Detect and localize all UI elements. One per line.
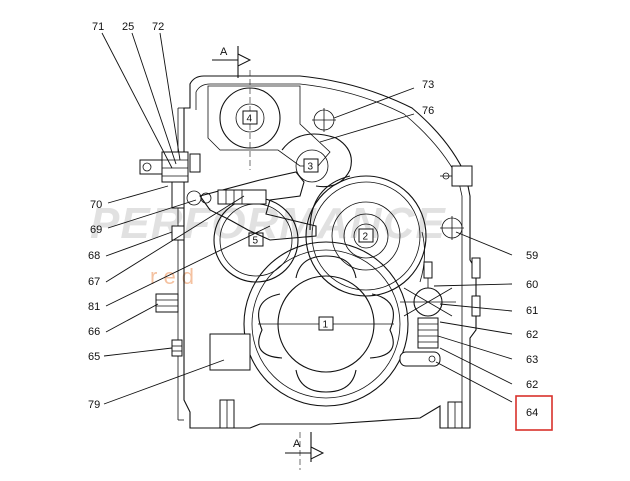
part-label-59: 59 (526, 250, 538, 262)
shaft-number-4: 4 (247, 114, 253, 125)
section-mark-top: A (212, 46, 252, 78)
part-label-81: 81 (88, 301, 100, 313)
part-label-67: 67 (88, 276, 100, 288)
part-label-73: 73 (422, 79, 434, 91)
leader-lines (101, 32, 513, 405)
part-label-70: 70 (90, 199, 102, 211)
shaft-number-3: 3 (308, 162, 314, 173)
left-side-fittings (139, 151, 201, 357)
shaft-number-2: 2 (363, 232, 369, 243)
part-label-66: 66 (88, 326, 100, 338)
part-labels: 71 25 72 73 76 70 69 68 67 81 66 65 79 5… (88, 21, 553, 431)
part-label-25: 25 (122, 21, 134, 33)
part-label-65: 65 (88, 351, 100, 363)
part-label-69: 69 (90, 224, 102, 236)
highlight-box-64 (515, 395, 553, 431)
part-label-68: 68 (88, 250, 100, 262)
section-mark-bottom: A (285, 432, 325, 462)
shaft-4-gear: 4 (219, 87, 281, 149)
shaft-number-5: 5 (253, 236, 259, 247)
part-label-79: 79 (88, 399, 100, 411)
section-label-bottom: A (293, 438, 301, 450)
part-label-62-upper: 62 (526, 329, 538, 341)
shaft-1-gear: 1 (243, 241, 409, 407)
part-label-61: 61 (526, 305, 538, 317)
section-label-top: A (220, 46, 228, 58)
shaft-2-gear: 2 (305, 175, 427, 297)
part-label-71: 71 (92, 21, 104, 33)
part-label-62-lower: 62 (526, 379, 538, 391)
part-label-76: 76 (422, 105, 434, 117)
part-label-63: 63 (526, 354, 538, 366)
part-label-72: 72 (152, 21, 164, 33)
shaft-number-1: 1 (323, 320, 329, 331)
part-label-60: 60 (526, 279, 538, 291)
right-side-components (219, 108, 481, 429)
part-label-64: 64 (526, 407, 538, 419)
watermark-subtext: r e d (150, 264, 194, 289)
nameplate-79 (209, 333, 251, 371)
